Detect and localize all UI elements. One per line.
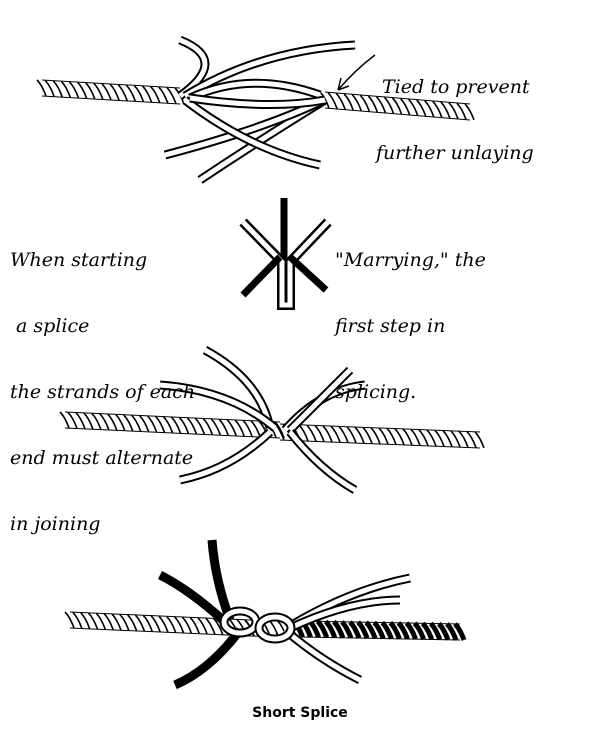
strand bbox=[173, 627, 244, 690]
note-line: further unlaying bbox=[376, 142, 534, 164]
note-line: Tied to prevent bbox=[382, 76, 530, 98]
strand bbox=[189, 93, 326, 110]
rope-right-top bbox=[319, 91, 475, 121]
tied-note: Tied to prevent further unlaying bbox=[376, 32, 534, 186]
strand bbox=[182, 96, 321, 170]
strand bbox=[182, 40, 356, 100]
note-line: end must alternate bbox=[10, 447, 194, 469]
strand bbox=[286, 366, 354, 434]
rope-left-top bbox=[36, 79, 185, 105]
note-line: a splice bbox=[10, 315, 90, 337]
note-line: When starting bbox=[10, 249, 148, 271]
strand bbox=[288, 595, 401, 633]
rope-right-middle bbox=[274, 423, 485, 449]
strand bbox=[159, 380, 278, 432]
note-line: "Marrying," the bbox=[335, 249, 486, 271]
note-line: first step in bbox=[335, 315, 446, 337]
marrying-note: "Marrying," the first step in splicing. bbox=[335, 205, 486, 425]
strand bbox=[179, 428, 274, 485]
strand bbox=[163, 97, 322, 160]
arrow-icon bbox=[337, 54, 376, 91]
tuck-loop bbox=[254, 612, 296, 644]
strand bbox=[157, 570, 229, 626]
strand bbox=[188, 78, 322, 103]
note-line: the strands of each bbox=[10, 381, 196, 403]
note-line: in joining bbox=[10, 513, 101, 535]
note-line: splicing. bbox=[335, 381, 417, 403]
strand bbox=[286, 429, 358, 494]
marrying-diagram bbox=[239, 198, 332, 310]
alternate-note: When starting a splice the strands of ea… bbox=[10, 205, 195, 557]
caption: Short Splice bbox=[252, 705, 348, 721]
